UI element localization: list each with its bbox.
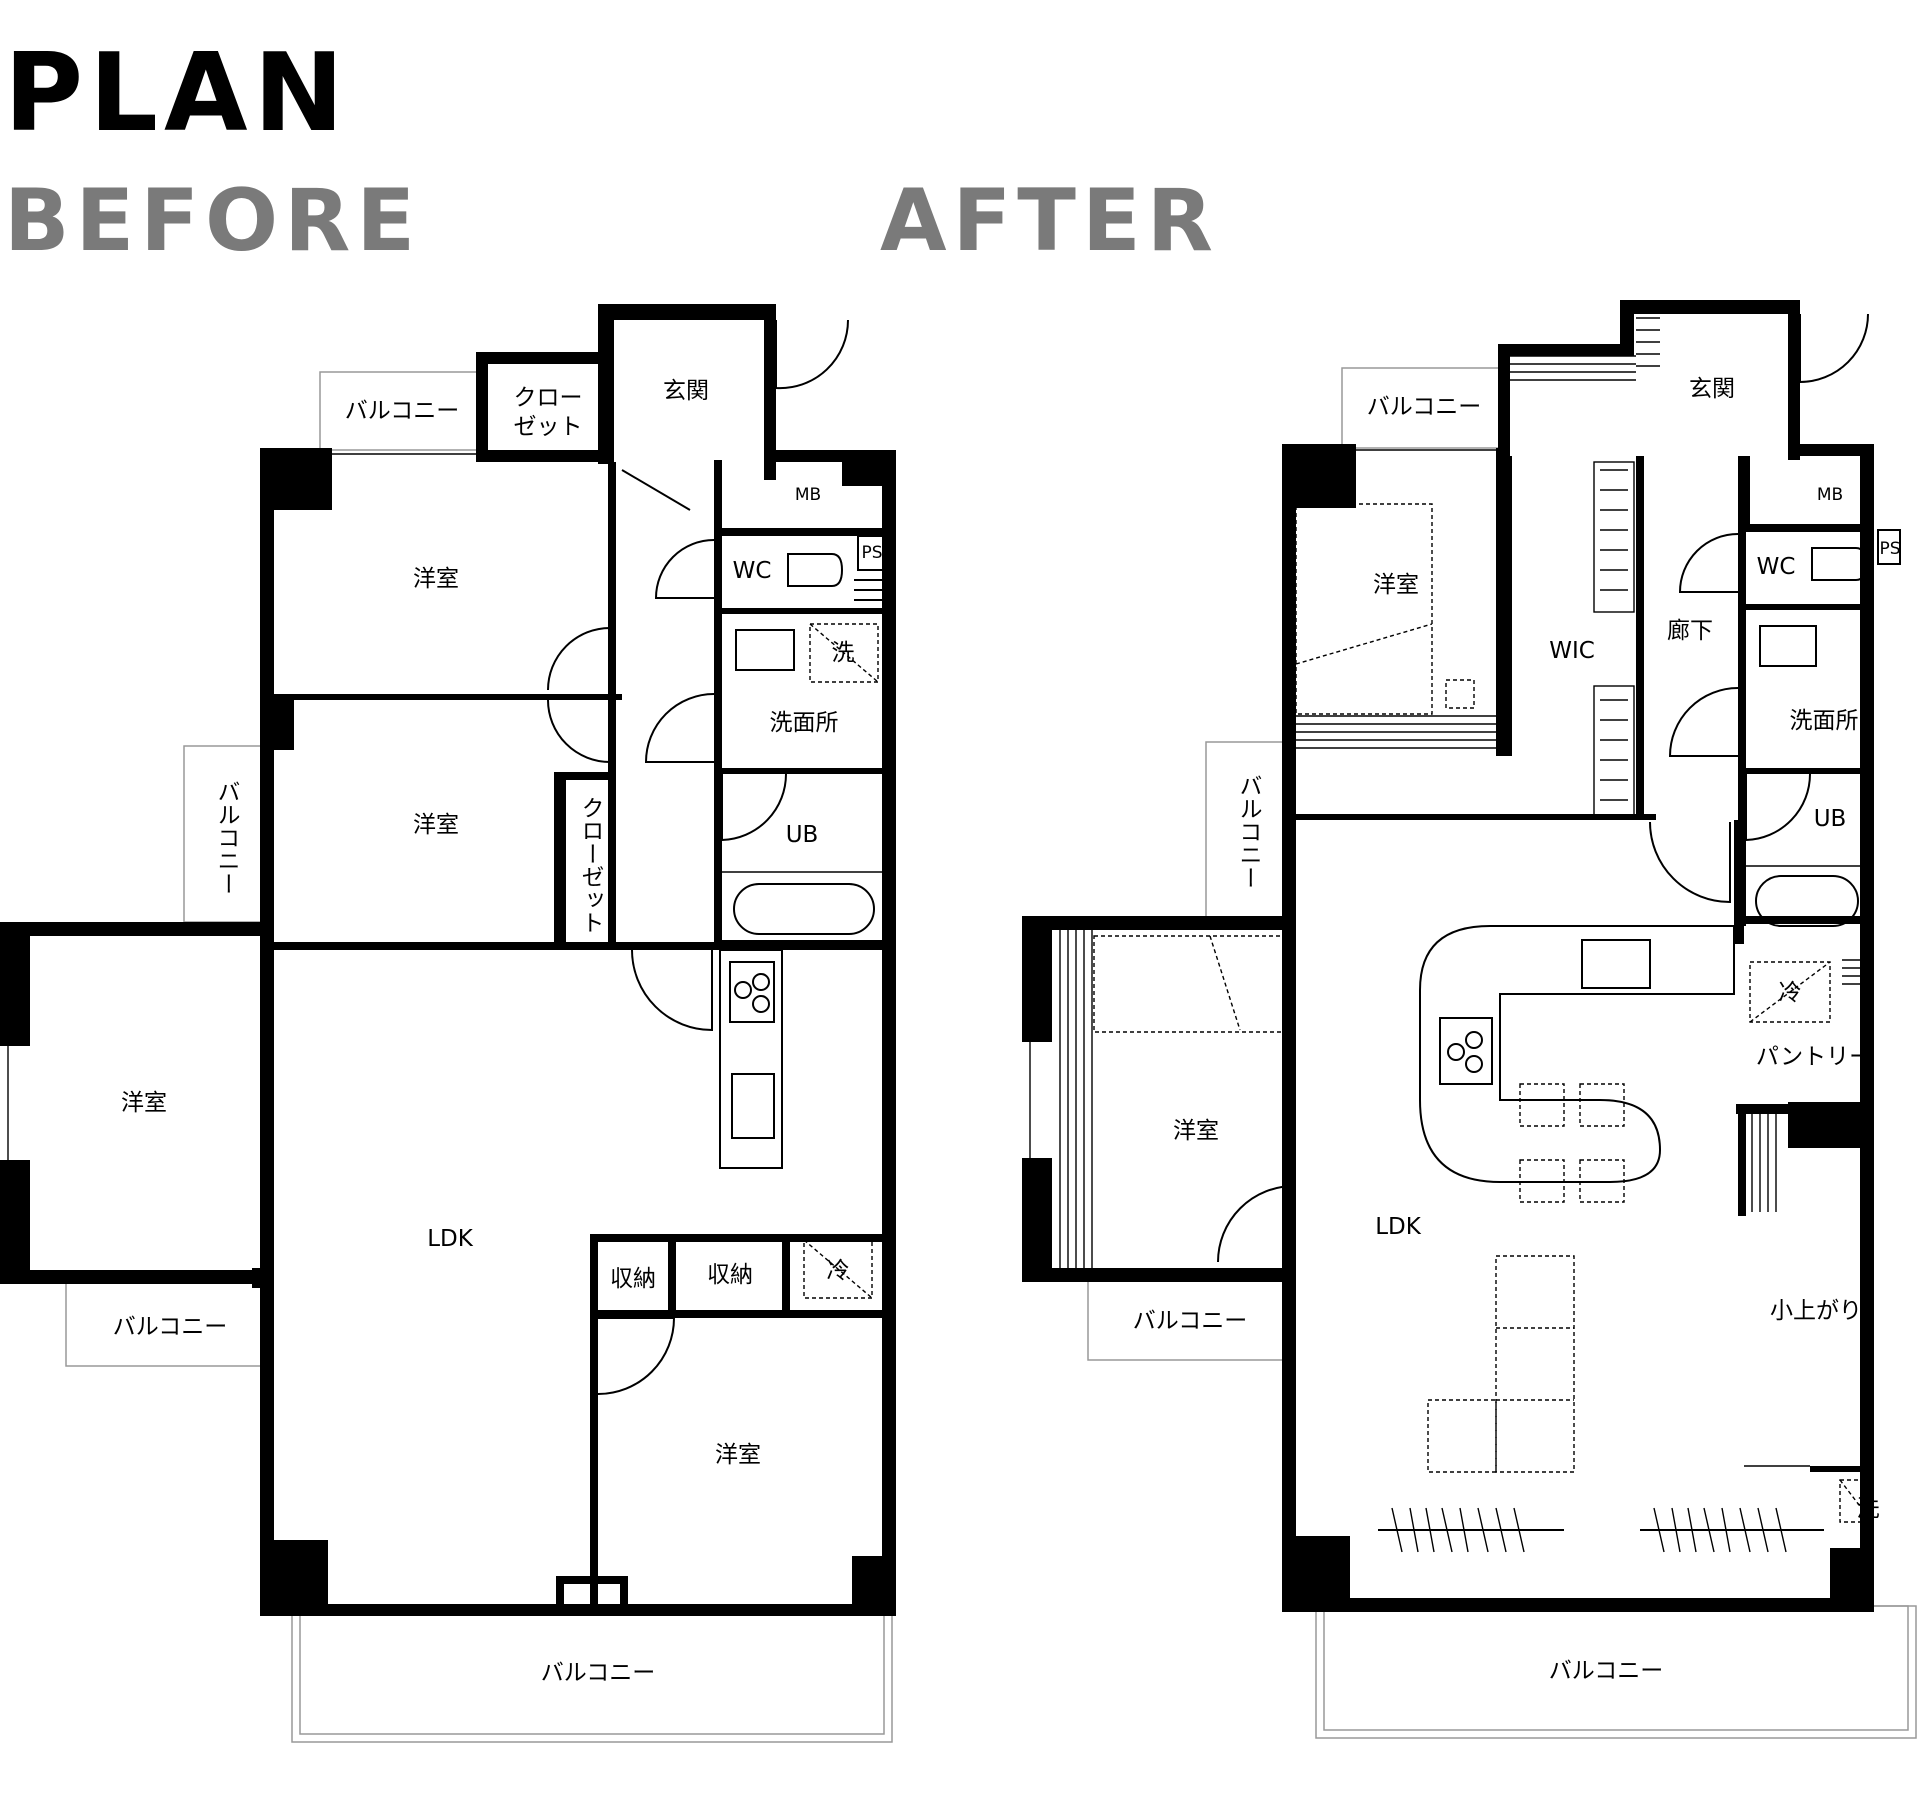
after-balcony-top-label: バルコニー [1367,394,1482,420]
after-kitchen-island [1419,925,1735,1183]
after-ub-label: UB [1814,806,1847,832]
after-wc-label: WC [1757,554,1796,580]
after-laundry-mark: 洗 [1857,1496,1880,1522]
after-washroom-door [1668,687,1739,757]
after-balcony-left-label: バルコニー [1133,1308,1248,1334]
before-balcony-side-label: バルコニー [213,780,240,895]
label-line: ゼット [514,414,583,440]
before-ldk-door [631,949,713,1032]
before-closet-side-label: クローゼット [577,796,604,934]
before-kitchen-counter [719,949,783,1169]
before-entrance-door [775,319,850,390]
after-desk [1093,935,1291,1033]
before-bedroom2-door [547,699,611,764]
after-wic-label: WIC [1549,638,1595,664]
after-floor-plan: バルコニー 玄関 MB WC PS 洋室 WIC 廊下 洗面所 バルコニー UB… [1022,300,1917,1739]
after-entrance-door [1799,313,1869,384]
after-ldk-label: LDK [1375,1214,1422,1240]
after-stool [1519,1083,1565,1127]
after-ps-label: PS [1879,539,1900,559]
after-pantry-label: パントリー [1756,1044,1872,1070]
before-heading: BEFORE [4,171,422,271]
after-heading: AFTER [880,171,1219,271]
after-toilet [1811,547,1868,581]
before-ps-label: PS [861,543,882,563]
after-ldk-door [1649,821,1731,904]
after-sofa [1495,1255,1575,1473]
before-mb-label: MB [795,485,821,505]
before-storage2-label: 収納 [707,1262,753,1288]
before-washroom-label: 洗面所 [770,710,839,736]
before-washroom-door [644,693,715,763]
before-wc-label: WC [733,558,772,584]
before-bedroom4-door [597,1317,676,1395]
after-walls [1022,300,1874,1612]
after-hallway-label: 廊下 [1667,618,1713,644]
before-toilet [787,553,844,587]
before-walls [0,304,896,1616]
before-bedroom1-door [547,626,611,691]
before-bedroom2-label: 洋室 [413,812,459,838]
before-storage1-label: 収納 [610,1266,656,1292]
before-closet-top-label: クローゼット [514,385,583,440]
after-balcony-bottom-label: バルコニー [1549,1658,1664,1684]
before-ldk-label: LDK [427,1226,474,1252]
after-wc-door [1678,533,1739,593]
after-bed [1295,503,1433,715]
after-bedroom1-label: 洋室 [1373,572,1419,598]
before-balcony-left-label: バルコニー [113,1314,228,1340]
after-entrance-label: 玄関 [1689,376,1735,402]
after-bathtub [1755,875,1859,927]
before-ub-door [721,773,787,842]
after-bedroom-stairs [1059,715,1870,1270]
before-fridge-mark: 冷 [827,1258,850,1284]
after-washer [1839,1479,1873,1523]
before-bathtub [733,883,875,935]
before-laundry-mark: 洗 [832,640,855,666]
before-entrance-label: 玄関 [663,378,709,404]
before-balcony-bottom-label: バルコニー [541,1660,656,1686]
before-ub-label: UB [786,822,819,848]
before-bedroom3-label: 洋室 [121,1090,167,1116]
after-mb-label: MB [1817,485,1843,505]
after-ub-door [1745,773,1811,842]
after-bedroom2-door [1217,1184,1295,1263]
after-washroom-label: 洗面所 [1790,708,1859,734]
before-balcony-top-label: バルコニー [345,398,460,424]
after-wic-shelving [1593,461,1635,817]
before-floor-plan: 玄関 クローゼット バルコニー MB WC PS 洋室 洗 洗面所 洋室 クロー… [0,304,896,1743]
after-bedroom2-label: 洋室 [1173,1118,1219,1144]
before-bedroom1-label: 洋室 [413,566,459,592]
after-hanging-rails [1378,1507,1824,1553]
before-bedroom4-label: 洋室 [715,1442,761,1468]
before-sink [735,629,795,671]
after-sink [1759,625,1817,667]
before-wc-door [654,539,715,599]
after-fridge-mark: 冷 [1779,980,1802,1006]
page-title: PLAN [4,31,350,156]
after-stairs-entrance [1510,317,1660,381]
after-raised-area-label: 小上がり [1770,1298,1862,1324]
after-balcony-side-label: バルコニー [1235,774,1262,889]
